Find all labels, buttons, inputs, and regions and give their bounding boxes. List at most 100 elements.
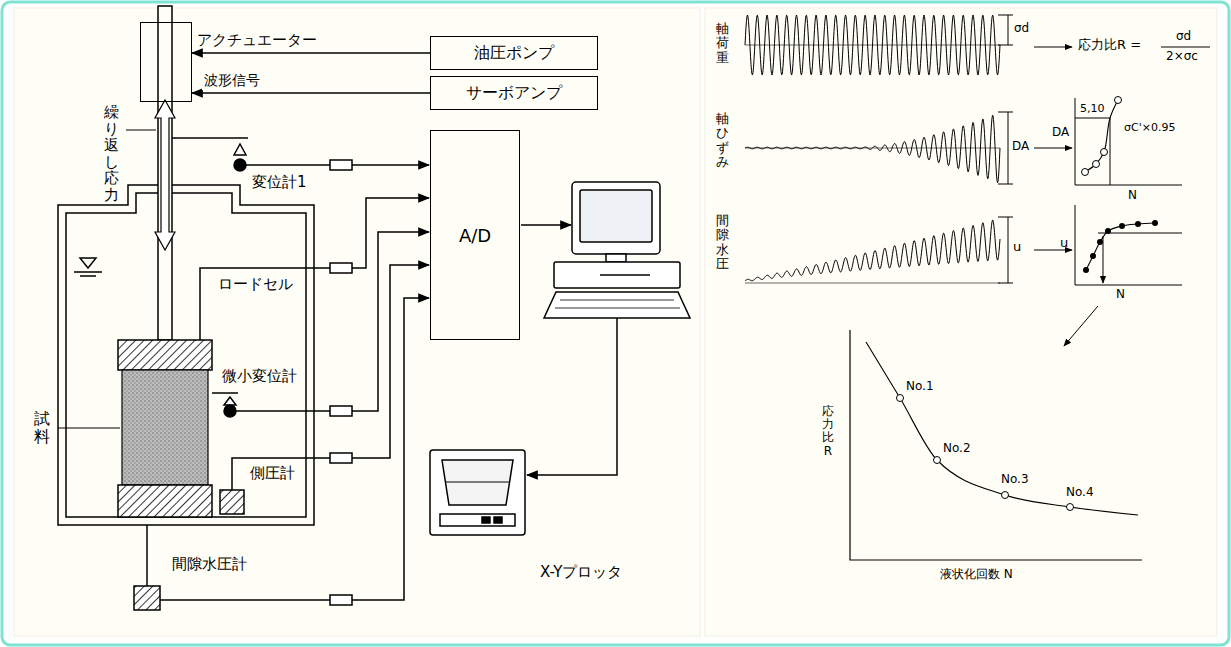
axis-label: DA bbox=[1052, 126, 1069, 140]
data-wire bbox=[527, 318, 617, 475]
edge-label: 波形信号 bbox=[202, 72, 262, 90]
test-number: No.4 bbox=[1066, 486, 1094, 500]
plotter-button bbox=[494, 517, 502, 523]
amplitude-bracket bbox=[998, 217, 1013, 218]
xy-plotter bbox=[430, 450, 525, 535]
amplifier bbox=[330, 406, 352, 416]
axial-strain-wave bbox=[745, 115, 1000, 182]
data-point bbox=[1090, 253, 1096, 259]
ad-converter-box: A/D bbox=[430, 130, 520, 340]
servo-amp-box: サーボアンプ bbox=[430, 76, 598, 110]
water-level-symbol bbox=[80, 258, 96, 268]
gauge-symbol bbox=[234, 159, 246, 171]
specimen-label: 試料 bbox=[34, 410, 50, 445]
signal-wire bbox=[160, 599, 330, 601]
symbol-label: u bbox=[1013, 240, 1021, 255]
gauge-label: 微小変位計 bbox=[222, 368, 297, 385]
data-point bbox=[1119, 223, 1125, 229]
baseline bbox=[745, 283, 1000, 284]
threshold-line bbox=[1098, 233, 1182, 234]
axis-label: 間隙水圧 bbox=[716, 214, 729, 271]
signal-wire bbox=[352, 265, 429, 458]
plotter-paper bbox=[442, 460, 513, 505]
drain-pipe bbox=[146, 525, 148, 586]
left-panel bbox=[14, 8, 700, 636]
gauge-label: 側圧計 bbox=[250, 465, 295, 482]
actuator-box: アクチュエーター bbox=[140, 22, 192, 102]
data-point bbox=[1093, 161, 1100, 168]
plotter-panel bbox=[440, 514, 515, 526]
data-point bbox=[1097, 239, 1103, 245]
axis-label: N bbox=[1116, 288, 1125, 302]
amplitude-bracket bbox=[1008, 112, 1009, 184]
pedestal bbox=[118, 485, 212, 517]
gauge-symbol bbox=[234, 144, 246, 155]
data-point bbox=[934, 457, 941, 464]
box-label: アクチュエーター bbox=[197, 31, 317, 50]
top-cap bbox=[118, 340, 212, 370]
formula-text: 2×σc bbox=[1166, 50, 1198, 64]
plotter-arm bbox=[446, 482, 509, 483]
box-label: 油圧ポンプ bbox=[474, 43, 554, 64]
result-arrow bbox=[1034, 148, 1072, 149]
data-point bbox=[897, 395, 904, 402]
water-line bbox=[74, 271, 102, 273]
amplifier bbox=[330, 263, 352, 273]
amplitude-bracket bbox=[998, 112, 1013, 113]
axis-label: 液状化回数 N bbox=[940, 568, 1013, 582]
box-label: A/D bbox=[459, 225, 491, 246]
axis-label: 軸ひずみ bbox=[716, 112, 729, 169]
gauge-symbol bbox=[224, 397, 236, 405]
test-number: No.1 bbox=[906, 380, 934, 394]
chart-axes bbox=[1075, 98, 1182, 185]
gauge-symbol bbox=[224, 405, 236, 417]
threshold-line bbox=[1075, 118, 1110, 185]
data-point bbox=[1101, 149, 1108, 156]
signal-wire bbox=[246, 164, 330, 166]
signal-wire bbox=[232, 458, 330, 490]
chart-axes bbox=[1075, 205, 1182, 285]
cyclic-stress-arrow bbox=[155, 100, 175, 250]
pore-pressure-curve bbox=[1086, 223, 1155, 270]
monitor-screen bbox=[580, 190, 652, 242]
soil-specimen bbox=[122, 370, 208, 485]
axis-label: 軸荷重 bbox=[716, 22, 729, 65]
axis-label: u bbox=[1060, 236, 1068, 251]
amplifier bbox=[330, 160, 352, 170]
axis-label: N bbox=[1128, 189, 1137, 203]
formula-text: σd bbox=[1176, 30, 1191, 44]
amplitude-bracket bbox=[998, 283, 1013, 284]
gauge-arm bbox=[172, 137, 248, 139]
cell-pressure-gauge bbox=[220, 490, 244, 514]
data-point bbox=[1083, 267, 1089, 273]
box-label: サーボアンプ bbox=[466, 83, 562, 104]
plotter-button bbox=[482, 517, 490, 523]
signal-arrow bbox=[192, 52, 430, 54]
computer-monitor bbox=[572, 182, 660, 254]
monitor-stand bbox=[606, 254, 626, 262]
gauge-label: 間隙水圧計 bbox=[172, 556, 247, 573]
axis-label: 応力比R bbox=[822, 405, 834, 458]
data-point bbox=[1115, 97, 1122, 104]
data-point bbox=[1067, 504, 1074, 511]
fraction-bar bbox=[1161, 47, 1210, 48]
pore-pressure-wave bbox=[745, 220, 1000, 281]
data-point bbox=[1105, 228, 1111, 234]
gauge-label: 変位計1 bbox=[252, 174, 307, 191]
signal-wire bbox=[352, 298, 429, 600]
amplitude-bracket bbox=[1008, 217, 1009, 283]
amplitude-bracket bbox=[998, 15, 1013, 16]
right-panel bbox=[705, 8, 1217, 636]
sensor-label: ロードセル bbox=[218, 276, 293, 293]
leader-line bbox=[58, 428, 120, 429]
amplitude-bracket bbox=[1008, 15, 1009, 45]
data-point bbox=[1002, 492, 1009, 499]
signal-wire bbox=[200, 268, 330, 340]
axial-load-wave bbox=[745, 15, 1000, 75]
result-arrow bbox=[1034, 47, 1072, 48]
keyboard bbox=[544, 292, 690, 318]
data-point bbox=[1152, 220, 1158, 226]
